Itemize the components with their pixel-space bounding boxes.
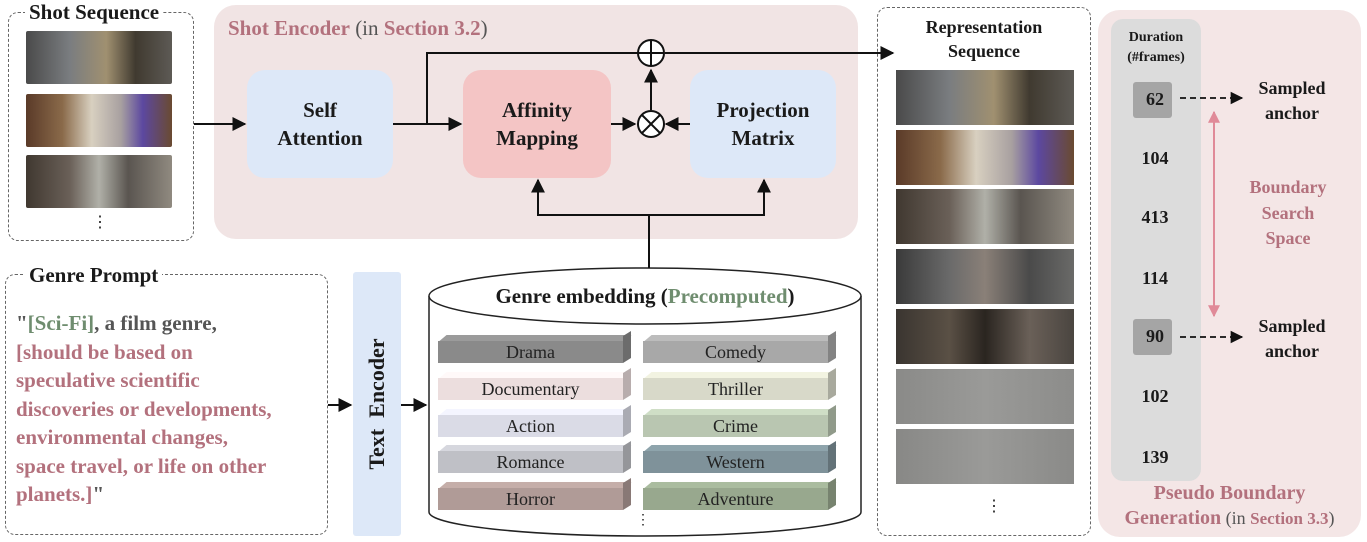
sampled-anchor-label-1: Sampled anchor <box>1247 76 1337 126</box>
self-attention-line1: Self <box>303 98 337 122</box>
genre-embedding-title: Genre embedding (Precomputed) <box>430 284 860 308</box>
prompt-line-1: [should be based on <box>16 339 193 364</box>
rep-frame-3 <box>896 189 1074 244</box>
prompt-close-quote: " <box>92 482 105 506</box>
shot-frame-2 <box>26 94 172 147</box>
genre-chip-western: Western <box>643 451 828 473</box>
duration-header: Duration (#frames) <box>1111 28 1201 68</box>
anchor-highlight-1 <box>1133 82 1172 118</box>
prompt-line-3: discoveries or developments, <box>16 396 272 421</box>
rep-frame-6 <box>896 369 1074 424</box>
search-space-line3: Space <box>1265 228 1311 248</box>
representation-title-line1: Representation <box>925 17 1043 37</box>
genre-chip-adventure: Adventure <box>643 488 828 510</box>
sampled-anchor-line2: anchor <box>1265 103 1319 123</box>
sampled-anchor-line1: Sampled <box>1258 78 1326 98</box>
rep-frame-5 <box>896 309 1074 364</box>
self-attention-line2: Attention <box>277 126 363 150</box>
genre-prompt-title: Genre Prompt <box>25 264 163 286</box>
duration-value: 62 <box>1146 89 1164 109</box>
genre-chip-comedy: Comedy <box>643 341 828 363</box>
duration-header-line1: Duration <box>1128 30 1184 45</box>
shot-encoder-title-text: Shot Encoder <box>228 16 350 40</box>
duration-value: 102 <box>1141 386 1169 406</box>
prompt-line-2: speculative scientific <box>16 368 200 392</box>
projection-matrix-line2: Matrix <box>731 126 795 150</box>
rep-frame-2 <box>896 130 1074 185</box>
duration-value: 90 <box>1146 326 1164 346</box>
duration-value: 139 <box>1141 447 1169 467</box>
genre-prompt-panel <box>5 274 328 535</box>
representation-ellipsis: ⋮ <box>986 498 1002 515</box>
shot-sequence-ellipsis: ⋮ <box>92 214 108 231</box>
genre-chip-crime: Crime <box>643 415 828 437</box>
shot-encoder-title: Shot Encoder (in Section 3.2) <box>228 16 488 40</box>
affinity-mapping-line1: Affinity <box>501 98 572 122</box>
pseudo-title-line2: Generation <box>1124 507 1222 529</box>
shot-sequence-title: Shot Sequence <box>25 1 164 23</box>
sampled-anchor-line2: anchor <box>1265 341 1319 361</box>
boundary-search-space-label: Boundary Search Space <box>1228 175 1348 252</box>
shot-frame-3 <box>26 155 172 208</box>
shot-encoder-ref-section: Section 3.2 <box>383 16 481 40</box>
genre-embedding-paren-open: ( <box>655 284 668 308</box>
prompt-line-6: planets.] <box>16 482 93 506</box>
search-space-line2: Search <box>1261 202 1315 223</box>
text-encoder-label: Text Encoder <box>364 338 389 470</box>
rep-frame-7 <box>896 429 1074 484</box>
genre-chip-drama: Drama <box>438 341 623 363</box>
anchor-highlight-2 <box>1133 319 1172 355</box>
representation-sequence-panel <box>877 7 1091 536</box>
genre-chip-action: Action <box>438 415 623 437</box>
prompt-genre: [Sci-Fi] <box>27 311 95 335</box>
pseudo-title-line1: Pseudo Boundary <box>1153 482 1306 504</box>
projection-matrix-line1: Projection <box>716 98 810 122</box>
prompt-line-4: environmental changes, <box>16 425 228 449</box>
genre-chip-documentary: Documentary <box>438 378 623 400</box>
genre-chip-horror: Horror <box>438 488 623 510</box>
duration-header-line2: (#frames) <box>1127 50 1185 65</box>
prompt-open-quote: " <box>16 311 28 335</box>
prompt-line-5: space travel, or life on other <box>16 453 267 478</box>
genre-embedding-precomputed: Precomputed <box>667 284 788 308</box>
pseudo-ref-prefix: (in <box>1221 508 1251 528</box>
genre-chip-thriller: Thriller <box>643 378 828 400</box>
affinity-mapping-line2: Mapping <box>496 126 578 150</box>
genre-embedding-paren-close: ) <box>787 284 795 308</box>
duration-value: 114 <box>1141 268 1168 288</box>
duration-value: 413 <box>1141 207 1169 227</box>
pseudo-ref-section: Section 3.3 <box>1250 509 1329 528</box>
genre-prompt-text: "[Sci-Fi], a film genre, [should be base… <box>16 309 326 509</box>
genre-embedding-title-text: Genre embedding <box>495 284 656 308</box>
genre-embedding-ellipsis: ⋮ <box>636 513 650 528</box>
pseudo-ref-suffix: ) <box>1328 508 1335 528</box>
pseudo-boundary-title: Pseudo Boundary Generation (in Section 3… <box>1098 481 1361 531</box>
shot-encoder-ref-suffix: ) <box>480 16 488 40</box>
prompt-mid: , a film genre, <box>94 311 217 335</box>
text-encoder-box <box>353 272 401 536</box>
search-space-line1: Boundary <box>1249 177 1327 197</box>
sampled-anchor-line1: Sampled <box>1258 316 1326 336</box>
rep-frame-4 <box>896 249 1074 304</box>
sampled-anchor-label-2: Sampled anchor <box>1247 314 1337 364</box>
duration-value: 104 <box>1141 148 1169 168</box>
shot-encoder-ref-prefix: (in <box>349 16 384 40</box>
rep-frame-1 <box>896 70 1074 125</box>
representation-sequence-title: Representation Sequence <box>877 15 1091 63</box>
genre-chip-romance: Romance <box>438 451 623 473</box>
shot-frame-1 <box>26 31 172 84</box>
representation-title-line2: Sequence <box>948 41 1020 61</box>
